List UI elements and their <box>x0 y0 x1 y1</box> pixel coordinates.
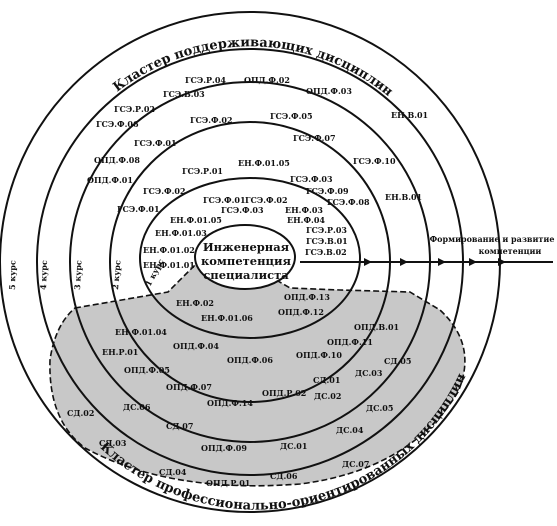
discipline-code: ОПД.Ф.10 <box>296 350 342 360</box>
arrowheads <box>364 258 506 266</box>
discipline-code: ОПД.Ф.13 <box>284 292 330 302</box>
discipline-code: ОПД.В.01 <box>354 322 399 332</box>
discipline-code: ОПД.Ф.06 <box>227 355 273 365</box>
discipline-code: ГСЭ.В.01 <box>306 236 348 246</box>
discipline-code: ЕН.Ф.01.03 <box>155 228 207 238</box>
discipline-code: ГСЭ.Ф.01 <box>134 138 177 148</box>
discipline-code: ОПД.Ф.05 <box>124 365 170 375</box>
center-line-1: Инженерная <box>203 240 290 254</box>
discipline-code: ОПД.Ф.12 <box>278 307 324 317</box>
discipline-code: ГСЭ.Ф.06 <box>96 119 139 129</box>
discipline-code: ОПД.Ф.09 <box>201 443 247 453</box>
center-line-3: специалиста <box>203 268 289 282</box>
discipline-code: ГСЭ.Ф.02 <box>143 186 186 196</box>
discipline-code: ОПД.Ф.03 <box>306 86 352 96</box>
professional-codes: ЕН.Ф.02 ОПД.Ф.13 ЕН.Ф.01.06 ОПД.Ф.12 ОПД… <box>67 292 411 488</box>
discipline-code: ДС.01 <box>280 441 307 451</box>
discipline-code: ОПД.Ф.01 <box>87 175 133 185</box>
discipline-code: ОПД.Ф.02 <box>244 75 290 85</box>
discipline-code: ДС.03 <box>355 368 383 378</box>
discipline-code: ДС.02 <box>314 391 341 401</box>
discipline-code: ЕН.Ф.01.02 <box>143 245 195 255</box>
discipline-code: ГСЭ.Ф.08 <box>327 197 370 207</box>
discipline-code: СД.03 <box>99 438 127 448</box>
discipline-code: ЕН.Ф.03 <box>285 205 323 215</box>
discipline-code: ДС.05 <box>366 403 393 413</box>
discipline-code: ГСЭ.Ф.07 <box>293 133 336 143</box>
discipline-code: ОПД.Р.02 <box>262 388 306 398</box>
discipline-code: ЕН.Ф.01.05 <box>170 215 222 225</box>
discipline-code: ГСЭ.Ф.03 <box>221 205 264 215</box>
discipline-code: ГСЭ.Ф.05 <box>270 111 313 121</box>
discipline-code: ГСЭ.Ф.01 <box>117 204 160 214</box>
course-label-3: 3 курс <box>72 260 84 290</box>
discipline-code: СД.05 <box>384 356 411 366</box>
course-label-5: 5 курс <box>7 260 18 290</box>
discipline-code: ГСЭ.Ф.02 <box>245 195 288 205</box>
discipline-code: ГСЭ.Ф.01 <box>203 195 246 205</box>
discipline-code: ГСЭ.Р.03 <box>306 225 347 235</box>
discipline-code: СД.06 <box>270 471 298 481</box>
discipline-code: ДС.04 <box>336 425 364 435</box>
discipline-code: ДС.06 <box>123 402 151 412</box>
discipline-code: ОПД.Ф.08 <box>94 155 140 165</box>
core-oval <box>194 224 296 290</box>
discipline-code: ГСЭ.В.02 <box>305 247 347 257</box>
discipline-code: ОПД.Ф.14 <box>207 398 253 408</box>
supporting-codes: ГСЭ.Р.04 ОПД.Ф.02 ГСЭ.В.03 ОПД.Ф.03 ГСЭ.… <box>87 75 428 270</box>
discipline-code: ЕН.Ф.04 <box>287 215 325 225</box>
discipline-code: ГСЭ.Р.01 <box>182 166 223 176</box>
professional-cluster-region <box>49 251 466 487</box>
discipline-code: ЕН.Ф.01.01 <box>143 260 195 270</box>
discipline-code: ГСЭ.Ф.10 <box>353 156 396 166</box>
arrow-label-line-1: Формирование и развитие <box>430 234 555 244</box>
discipline-code: ОПД.Ф.04 <box>173 341 219 351</box>
discipline-code: СД.04 <box>159 467 187 477</box>
arrow-label-line-2: компетенции <box>479 246 542 256</box>
discipline-code: СД.01 <box>313 375 340 385</box>
discipline-code: ЕН.В.01 <box>391 110 428 120</box>
discipline-code: ЕН.В.01 <box>385 192 422 202</box>
discipline-code: ГСЭ.В.03 <box>163 89 205 99</box>
discipline-code: ОПД.Р.01 <box>206 478 250 488</box>
discipline-code: ГСЭ.Р.04 <box>185 75 226 85</box>
course-label-4: 4 курс <box>38 260 49 290</box>
discipline-code: ЕН.Ф.01.06 <box>201 313 253 323</box>
discipline-code: ЕН.Р.01 <box>102 347 138 357</box>
discipline-code: ОПД.Ф.11 <box>327 337 373 347</box>
discipline-code: СД.02 <box>67 408 94 418</box>
discipline-code: ГСЭ.Ф.09 <box>306 186 349 196</box>
top-cluster-title: Кластер поддерживающих дисциплин <box>111 35 396 100</box>
discipline-code: СД.07 <box>166 421 193 431</box>
discipline-code: ГСЭ.Р.02 <box>114 104 155 114</box>
discipline-code: ЕН.Ф.01.04 <box>115 327 167 337</box>
discipline-code: ДС.07 <box>342 459 369 469</box>
discipline-code: ГСЭ.Ф.03 <box>290 174 333 184</box>
ring-course-1 <box>139 177 361 339</box>
discipline-code: ЕН.Ф.01.05 <box>238 158 290 168</box>
discipline-code: ГСЭ.Ф.02 <box>190 115 233 125</box>
course-label-2: 2 курс <box>110 260 123 291</box>
discipline-code: ОПД.Ф.07 <box>166 382 212 392</box>
discipline-code: ЕН.Ф.02 <box>176 298 214 308</box>
center-line-2: компетенция <box>201 254 292 268</box>
